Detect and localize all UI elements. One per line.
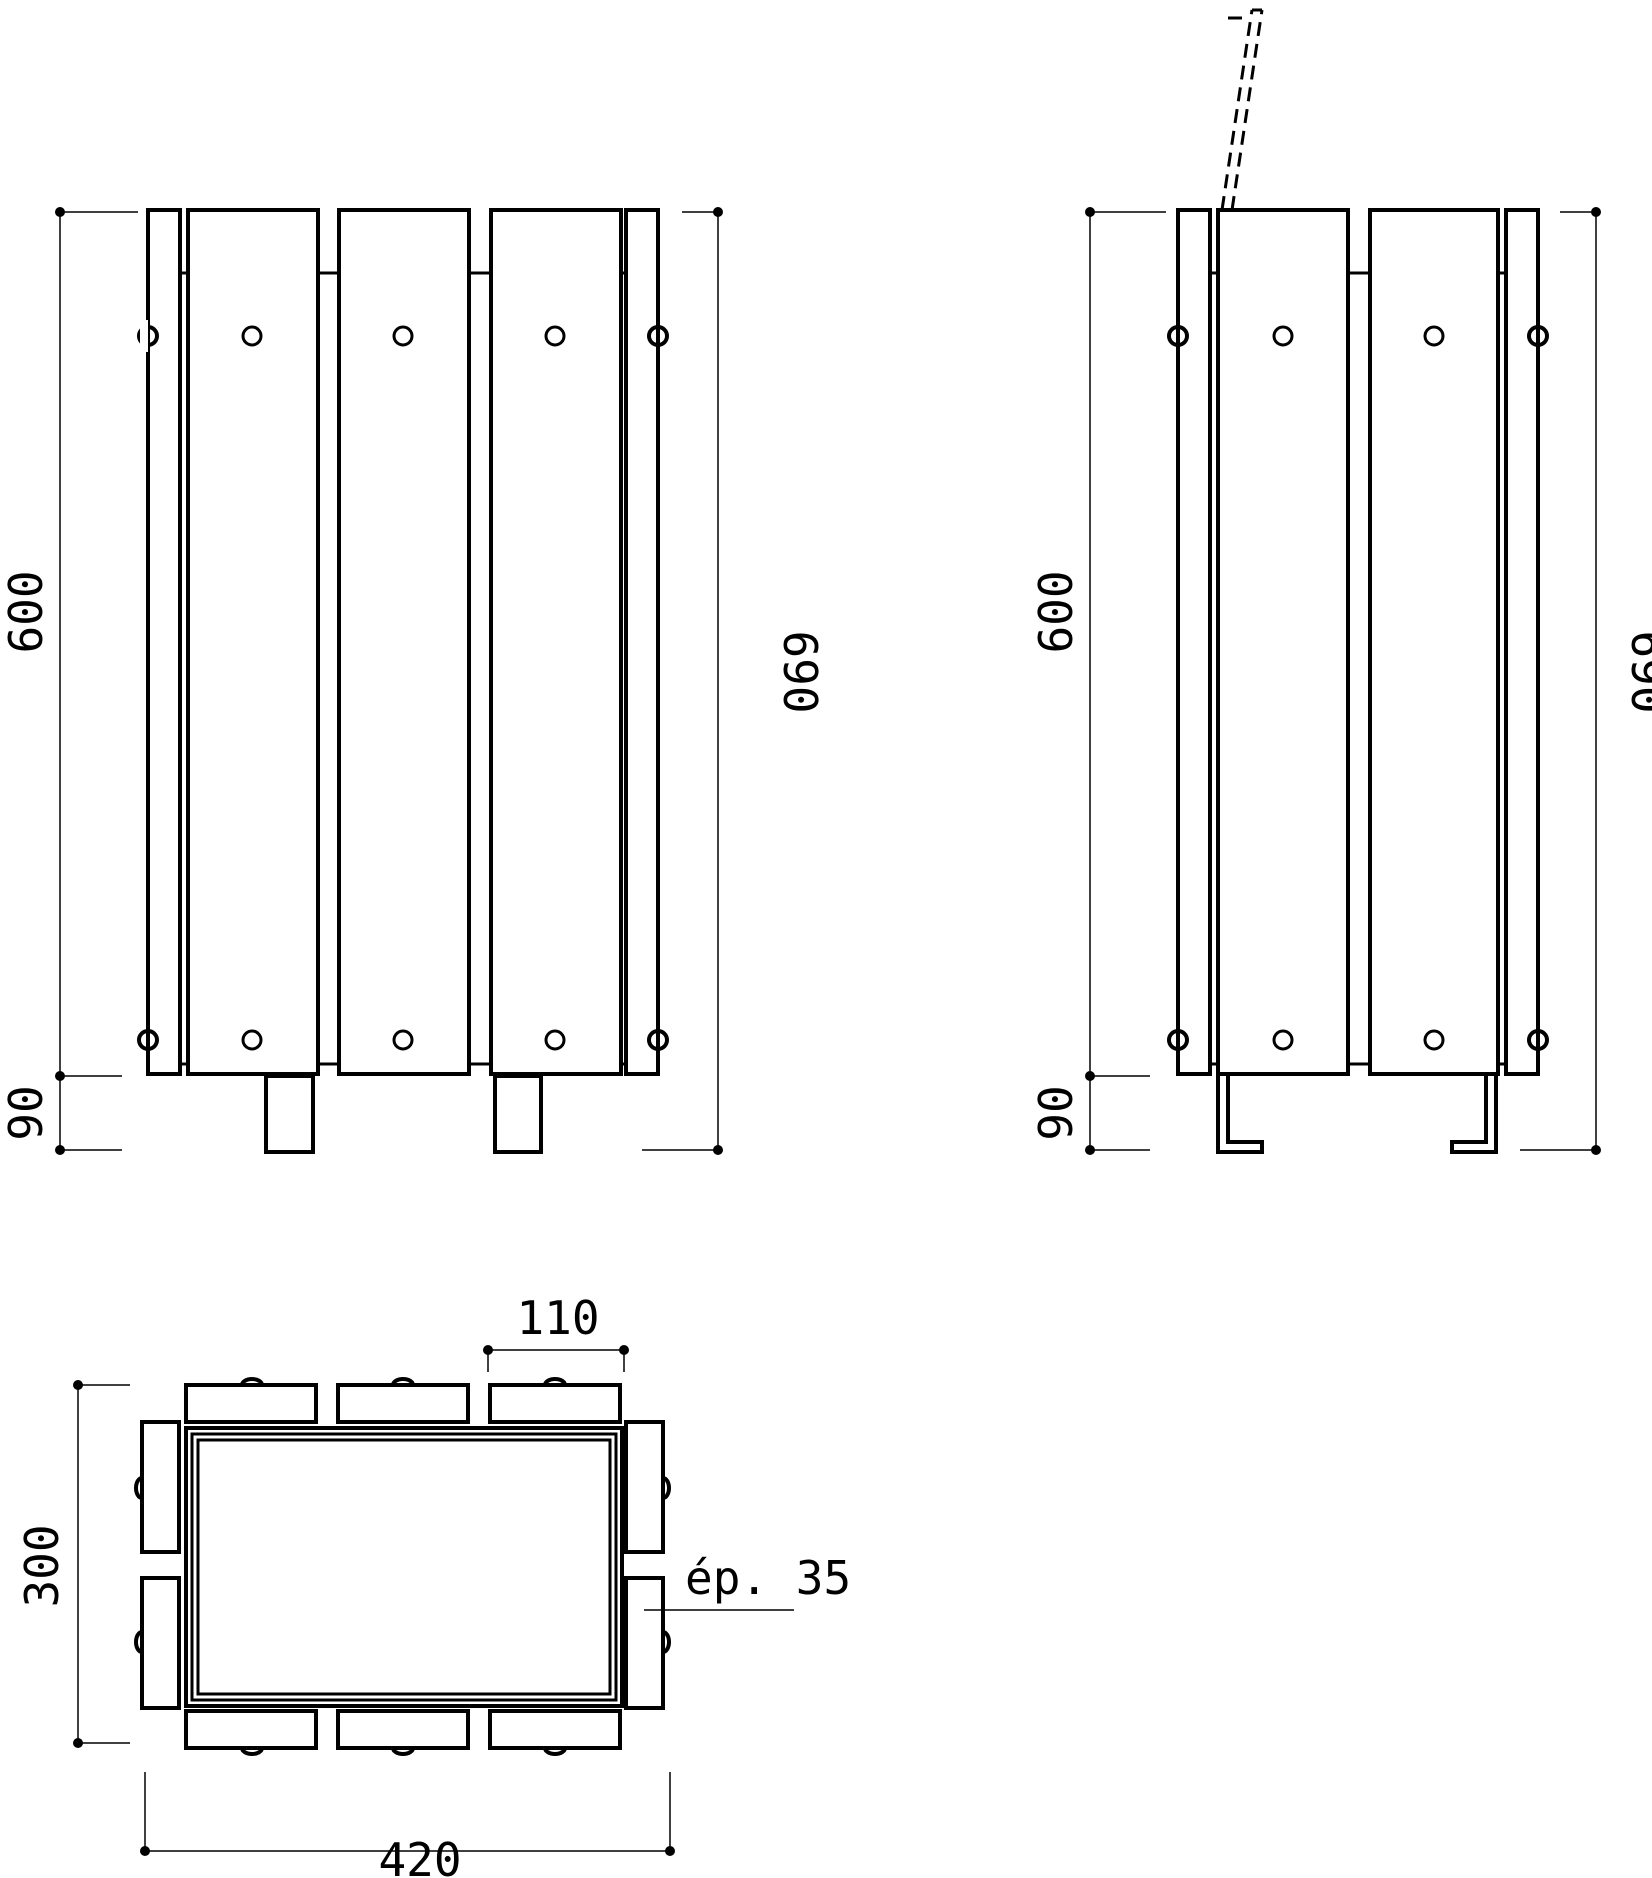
front-view — [137, 208, 669, 1154]
side-height-600-label: 600 — [1029, 570, 1083, 653]
slat-bottom — [336, 1709, 470, 1750]
hook-leg — [1450, 1076, 1498, 1154]
slat-top — [336, 1383, 470, 1424]
leg — [264, 1074, 315, 1154]
bolt — [1527, 1029, 1549, 1051]
bolt — [544, 1029, 566, 1051]
front-leg-90-label: 90 — [0, 1085, 53, 1140]
slat-bottom — [488, 1709, 622, 1750]
front-view-dimensions — [60, 207, 723, 1155]
slat-left — [140, 1576, 181, 1710]
side-view-dimensions — [1090, 207, 1601, 1155]
front-slat — [337, 208, 471, 1076]
bolt — [1167, 325, 1189, 347]
bolt — [1423, 325, 1445, 347]
side-total-690-label: 690 — [1621, 630, 1652, 713]
slat-bottom — [184, 1709, 318, 1750]
bolt — [392, 1029, 414, 1051]
front-height-600-label: 600 — [0, 570, 53, 653]
side-slat-right — [624, 208, 660, 1076]
side-leg-90-label: 90 — [1029, 1085, 1083, 1140]
bolt — [544, 325, 566, 347]
side-slat-left — [146, 208, 182, 1076]
inner-frame-inner — [196, 1438, 612, 1696]
top-view-dimensions — [73, 1345, 794, 1856]
side-slat-right — [1504, 208, 1540, 1076]
bolt — [241, 325, 263, 347]
bolt — [647, 325, 669, 347]
bolt — [1167, 1029, 1189, 1051]
bolt — [1527, 325, 1549, 347]
hook-leg — [1216, 1076, 1264, 1154]
leg — [493, 1074, 543, 1154]
width-420-label: 420 — [378, 1833, 461, 1878]
top-view — [134, 1377, 671, 1756]
depth-300-label: 300 — [15, 1524, 69, 1607]
side-slat-left — [1176, 208, 1212, 1076]
bolt — [647, 1029, 669, 1051]
bolt — [1272, 325, 1294, 347]
front-slat — [1368, 208, 1500, 1076]
slat-top — [184, 1383, 318, 1424]
bolt — [1423, 1029, 1445, 1051]
slat-right — [624, 1576, 665, 1710]
side-view — [1167, 8, 1549, 1154]
front-slat — [1216, 208, 1350, 1076]
bolt — [241, 1029, 263, 1051]
slat-right — [624, 1420, 665, 1554]
front-total-690-label: 690 — [773, 630, 827, 713]
bolt — [137, 1029, 159, 1051]
bolt — [1272, 1029, 1294, 1051]
inner-frame-middle — [190, 1432, 618, 1702]
thickness-label: ép. 35 — [685, 1551, 851, 1605]
slat-width-110-label: 110 — [516, 1291, 599, 1345]
front-slat — [186, 208, 320, 1076]
inner-frame-outer — [184, 1426, 624, 1708]
slat-top — [488, 1383, 622, 1424]
lid-open-dashed — [1220, 8, 1264, 211]
bolt — [392, 325, 414, 347]
slat-left — [140, 1420, 181, 1554]
front-slat — [489, 208, 623, 1076]
